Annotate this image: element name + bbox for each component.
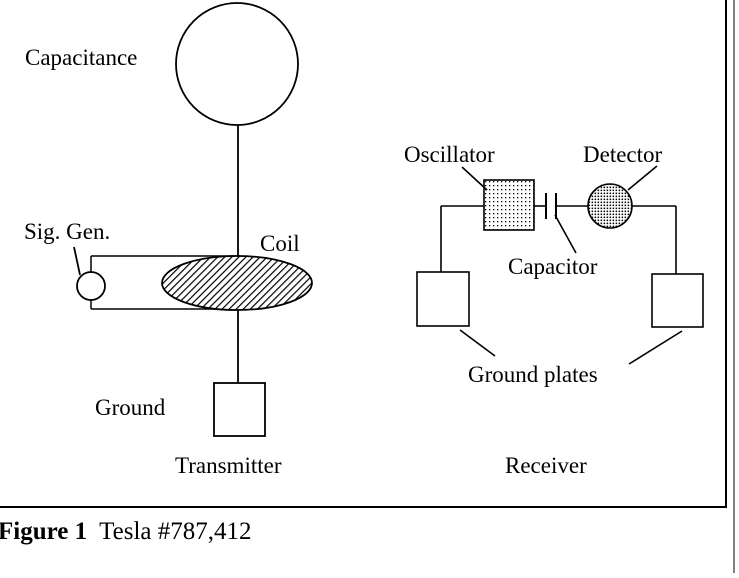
capacitor-pointer <box>554 214 577 254</box>
ground-plate-left <box>416 271 470 327</box>
coil-ellipse <box>161 255 313 311</box>
detector-pointer <box>627 165 658 191</box>
sig-gen-pointer <box>73 246 81 276</box>
ground-plates-pointer-right <box>628 330 683 365</box>
capacitance-sphere <box>175 2 299 126</box>
sig-gen-label: Sig. Gen. <box>24 219 110 244</box>
oscillator-label: Oscillator <box>404 142 495 167</box>
receiver-label: Receiver <box>505 453 587 478</box>
detector-circle <box>587 183 633 229</box>
capacitance-label: Capacitance <box>25 45 137 70</box>
figure-caption-text: Tesla #787,412 <box>99 518 251 545</box>
ground-plate-right <box>651 273 704 328</box>
oscillator-pointer <box>461 166 488 191</box>
figure-caption-prefix: Figure 1 <box>0 518 87 545</box>
figure-caption: Figure 1 Tesla #787,412 <box>0 518 252 545</box>
oscillator-box <box>483 179 535 231</box>
capacitor-label: Capacitor <box>508 254 598 279</box>
transmitter-label: Transmitter <box>175 453 282 478</box>
coil-label: Coil <box>260 231 300 256</box>
ground-plates-label: Ground plates <box>468 362 598 387</box>
ground-label: Ground <box>95 395 166 420</box>
detector-label: Detector <box>583 142 663 167</box>
sig-gen-circle <box>76 271 106 301</box>
ground-box <box>213 382 266 437</box>
ground-plates-pointer-left <box>459 329 496 357</box>
